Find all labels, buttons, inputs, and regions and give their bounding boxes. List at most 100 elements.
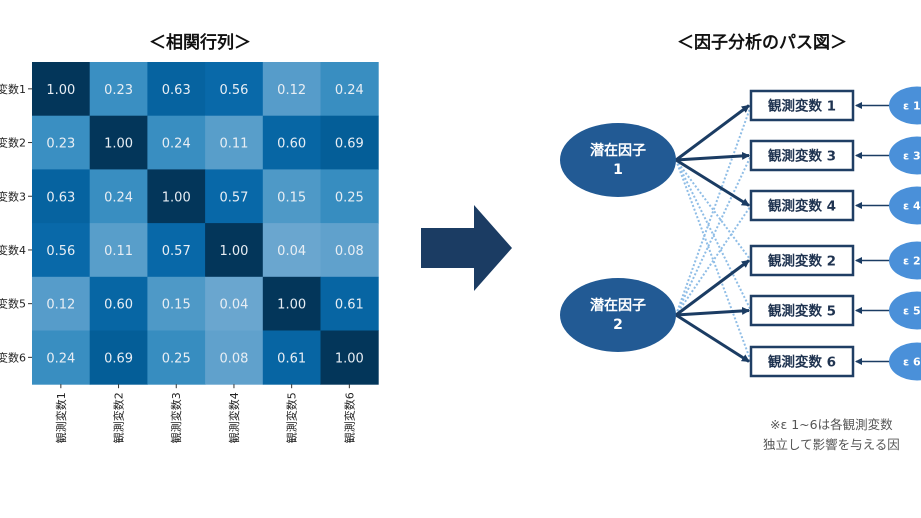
observed-label: 観測変数 1 (768, 98, 836, 115)
observed-label: 観測変数 5 (768, 303, 836, 320)
heatmap-cell: 0.69 (89, 330, 148, 385)
cell-rect (89, 330, 148, 385)
cell-rect (32, 115, 91, 170)
observed-variable: 観測変数 5 (749, 294, 855, 327)
cell-rect (320, 276, 379, 331)
strong-loading-arrow (675, 151, 750, 162)
error-label: ε 1 (903, 100, 921, 113)
heatmap-cell: 1.00 (262, 276, 321, 331)
weak-loading-path (675, 155, 752, 316)
cell-rect (89, 169, 148, 224)
cell-value: 1.00 (219, 244, 248, 259)
cell-value: 0.11 (104, 244, 133, 259)
strong-loading-arrow (675, 313, 750, 363)
observed-label: 観測変数 4 (768, 198, 836, 215)
cell-rect (205, 223, 264, 278)
heatmap-cell: 0.60 (89, 276, 148, 331)
weak-loading-path (675, 204, 752, 316)
cell-value: 0.23 (46, 137, 75, 152)
cell-rect (32, 169, 91, 224)
cell-rect (147, 169, 206, 224)
heatmap-cell: 1.00 (320, 330, 379, 385)
heatmap-cell: 0.63 (32, 169, 91, 224)
cell-rect (262, 223, 321, 278)
x-tick-label: 観測変数2 (112, 392, 126, 443)
cell-rect (262, 330, 321, 385)
cell-value: 0.23 (104, 83, 133, 98)
x-tick-label: 観測変数6 (342, 392, 356, 443)
cell-value: 0.57 (162, 244, 191, 259)
heatmap-cell: 0.23 (32, 115, 91, 170)
error-label: ε 6 (903, 356, 921, 369)
cell-value: 0.61 (277, 351, 306, 366)
strong-loading-arrow (675, 104, 750, 162)
cell-rect (320, 115, 379, 170)
cell-rect (262, 276, 321, 331)
cell-value: 1.00 (335, 351, 364, 366)
cell-rect (147, 115, 206, 170)
heatmap-cell: 0.56 (32, 223, 91, 278)
observed-variable: 観測変数 3 (749, 139, 855, 172)
cell-rect (32, 62, 91, 117)
y-tick-label: 観測変数2 (0, 136, 26, 150)
heatmap-cell: 0.08 (205, 330, 264, 385)
cell-rect (205, 276, 264, 331)
cell-rect (205, 62, 264, 117)
cell-rect (32, 276, 91, 331)
cell-value: 0.63 (46, 190, 75, 205)
observed-label: 観測変数 6 (768, 354, 836, 371)
heatmap-cell: 0.23 (89, 62, 148, 117)
cell-rect (205, 330, 264, 385)
x-tick-label: 観測変数1 (54, 392, 68, 443)
cell-rect (320, 223, 379, 278)
heatmap-cell: 0.08 (320, 223, 379, 278)
cell-value: 0.63 (162, 83, 191, 98)
cell-value: 0.25 (335, 190, 364, 205)
error-label: ε 5 (903, 305, 921, 318)
cell-rect (147, 330, 206, 385)
observed-variable: 観測変数 6 (749, 345, 855, 378)
cell-value: 0.61 (335, 298, 364, 313)
cell-value: 0.11 (219, 137, 248, 152)
y-tick-label: 観測変数6 (0, 350, 26, 364)
cell-value: 1.00 (277, 298, 306, 313)
heatmap-cell: 0.25 (147, 330, 206, 385)
cell-value: 0.60 (104, 298, 133, 313)
heatmap-cell: 0.56 (205, 62, 264, 117)
cell-rect (320, 62, 379, 117)
weak-loading-path (675, 105, 752, 316)
cell-rect (205, 169, 264, 224)
cell-value: 0.12 (277, 83, 306, 98)
cell-value: 1.00 (46, 83, 75, 98)
cell-rect (262, 115, 321, 170)
cell-rect (89, 62, 148, 117)
note-line-1: ※ε 1~6は各観測変数 (770, 417, 893, 432)
cell-rect (89, 276, 148, 331)
cell-rect (320, 330, 379, 385)
y-tick-label: 観測変数5 (0, 297, 26, 311)
cell-value: 0.24 (335, 83, 364, 98)
cell-value: 0.24 (104, 190, 133, 205)
heatmap-cell: 0.11 (205, 115, 264, 170)
x-tick-label: 観測変数3 (169, 392, 183, 443)
observed-variable: 観測変数 1 (749, 89, 855, 122)
y-tick-label: 観測変数4 (0, 243, 26, 257)
cell-rect (147, 62, 206, 117)
heatmap-cell: 0.24 (320, 62, 379, 117)
cell-value: 0.24 (162, 137, 191, 152)
observed-variable: 観測変数 4 (749, 189, 855, 222)
cell-value: 0.60 (277, 137, 306, 152)
heatmap-cell: 1.00 (89, 115, 148, 170)
y-tick-label: 観測変数1 (0, 82, 26, 96)
cell-value: 1.00 (104, 137, 133, 152)
cell-rect (262, 169, 321, 224)
error-label: ε 3 (903, 150, 921, 163)
cell-rect (147, 276, 206, 331)
cell-value: 0.15 (162, 298, 191, 313)
heatmap-cell: 0.15 (147, 276, 206, 331)
heatmap-cell: 0.63 (147, 62, 206, 117)
error-label: ε 4 (903, 200, 921, 213)
